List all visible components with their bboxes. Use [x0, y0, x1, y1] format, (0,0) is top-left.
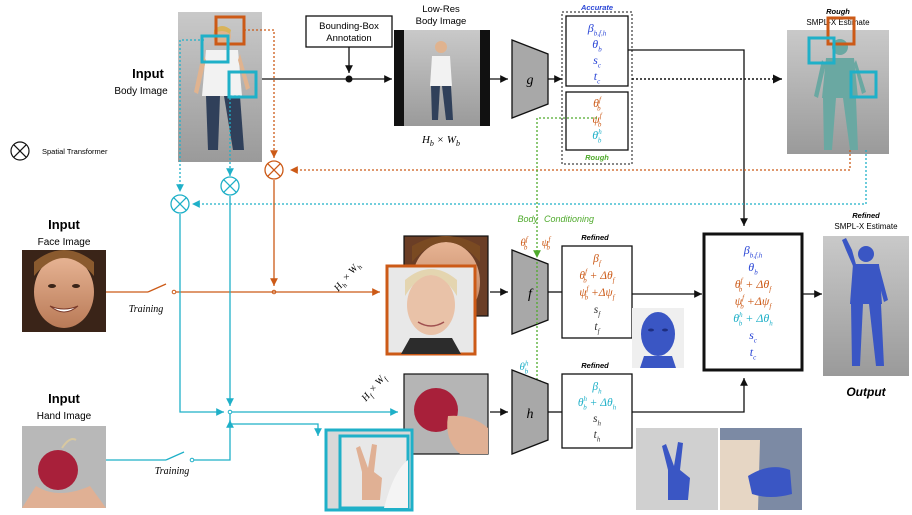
param-symbol: ψfb​ — [542, 235, 552, 251]
spatial-transformer-label: Spatial Transformer — [42, 147, 108, 156]
body-dims: Hb × Wb — [421, 134, 460, 148]
param-symbol: θhb​ — [592, 128, 602, 145]
param-symbol: θfb​ — [520, 235, 528, 251]
bbox-annotation-line2: Annotation — [326, 33, 371, 44]
input-face-image — [22, 250, 106, 332]
rough-estimate-line1: Rough — [826, 7, 850, 16]
spatial-transformer-icon — [10, 141, 30, 161]
param-symbol: βf​ — [592, 253, 602, 267]
face-crop-front — [385, 264, 477, 356]
refined-estimate-line1: Refined — [852, 211, 880, 220]
conditioning-face-params: θfb​ ψfb​ — [520, 235, 551, 251]
hand-crop-front — [338, 434, 410, 510]
rough-smplx-estimate — [787, 16, 889, 154]
hand-training-label: Training — [155, 466, 189, 477]
param-symbol: βb,f,h​ — [587, 21, 607, 38]
low-res-line1: Low-Res — [422, 4, 460, 15]
param-symbol: ψfb​ +Δψf​ — [735, 294, 773, 311]
hand-dims: Hf × Wf — [359, 372, 390, 406]
face-refined-params: βf​θfb​ + Δθf​ψfb​ +Δψf​ sf​ tf​ — [579, 253, 615, 335]
refined-smplx-estimate — [823, 236, 909, 376]
input-hand-image — [22, 426, 106, 508]
hand-training-switch — [165, 451, 185, 461]
input-body-image — [178, 12, 262, 162]
hand-image-label: Hand Image — [37, 411, 92, 422]
input-label-hand: Input — [48, 391, 80, 406]
input-label-body: Input — [132, 66, 164, 81]
param-symbol: βb,f,h​ — [743, 243, 763, 260]
spatial-transformer-hand-left — [170, 194, 190, 214]
param-symbol: θfb​ — [593, 96, 602, 113]
g-output-group — [561, 11, 633, 165]
conditioning-hand-params: θhb​ — [520, 359, 529, 375]
body-label: Body — [517, 214, 538, 224]
param-symbol: tc​ — [594, 69, 601, 86]
refined-estimate-line2: SMPL-X Estimate — [834, 222, 898, 231]
face-refined-label: Refined — [581, 233, 609, 242]
network-f — [511, 249, 549, 335]
spatial-transformer-face — [264, 160, 284, 180]
rough-params-box — [565, 91, 629, 151]
face-image-label: Face Image — [38, 237, 91, 248]
face-refined-box — [561, 245, 633, 339]
param-symbol: θb​ — [748, 260, 758, 277]
param-symbol: ψfb​ +Δψf​ — [579, 285, 615, 301]
body-image-label: Body Image — [114, 86, 168, 97]
spatial-transformer-hand-right — [220, 176, 240, 196]
hand-refined-params: βh​θhb​ + Δθh​ sh​ th​ — [578, 381, 617, 443]
face-training-label: Training — [129, 304, 163, 315]
rough-params: θfb​ψfb​θhb​ — [592, 96, 602, 145]
final-params: βb,f,h​θb​θfb​ + Δθf​ψfb​ +Δψf​θhb​ + Δθ… — [733, 243, 773, 362]
param-symbol: θhb​ + Δθh​ — [578, 395, 617, 411]
param-symbol: θfb​ + Δθf​ — [579, 268, 615, 284]
rough-label: Rough — [585, 153, 609, 162]
param-symbol: sh​ — [593, 413, 601, 427]
final-params-box — [702, 232, 804, 372]
param-symbol: ψfb​ — [592, 112, 602, 129]
hand-mesh-render — [636, 428, 802, 510]
param-symbol: sc​ — [749, 328, 758, 345]
rough-estimate-line2: SMPL-X Estimate — [806, 18, 870, 27]
param-symbol: θfb​ + Δθf​ — [735, 277, 773, 294]
param-symbol: tf​ — [594, 321, 600, 335]
hand-refined-label: Refined — [581, 361, 609, 370]
param-symbol: tc​ — [750, 345, 757, 362]
accurate-label: Accurate — [580, 3, 613, 12]
face-dims: Hh × Wh — [331, 260, 364, 296]
input-label-face: Input — [48, 217, 80, 232]
param-symbol: th​ — [594, 429, 601, 443]
bbox-annotation-line1: Bounding-Box — [319, 21, 379, 32]
bbox-annotation-box — [305, 15, 393, 48]
network-h-label: h — [527, 407, 534, 422]
accurate-params-box — [565, 15, 629, 87]
param-symbol: θb​ — [592, 37, 602, 54]
low-res-line2: Body Image — [416, 16, 467, 27]
face-training-switch — [147, 283, 167, 293]
conditioning-label: Conditioning — [544, 214, 594, 224]
accurate-params: βb,f,h​θb​sc​tc​ — [587, 21, 607, 86]
hand-crop-box-left — [200, 34, 230, 64]
network-h — [511, 369, 549, 455]
param-symbol: θhb​ — [520, 359, 529, 375]
network-f-label: f — [528, 287, 534, 302]
low-res-body-image — [394, 30, 490, 126]
output-label: Output — [846, 385, 886, 399]
hand-crop-box-right — [227, 70, 258, 99]
param-symbol: θhb​ + Δθh​ — [733, 311, 773, 328]
param-symbol: βh​ — [591, 381, 602, 395]
param-symbol: sf​ — [594, 304, 601, 318]
network-g-label: g — [527, 73, 534, 88]
network-g — [511, 39, 549, 119]
face-mesh-render — [632, 308, 684, 368]
param-symbol: sc​ — [593, 53, 602, 70]
hand-refined-box — [561, 373, 633, 449]
hand-crop-back — [403, 373, 489, 455]
